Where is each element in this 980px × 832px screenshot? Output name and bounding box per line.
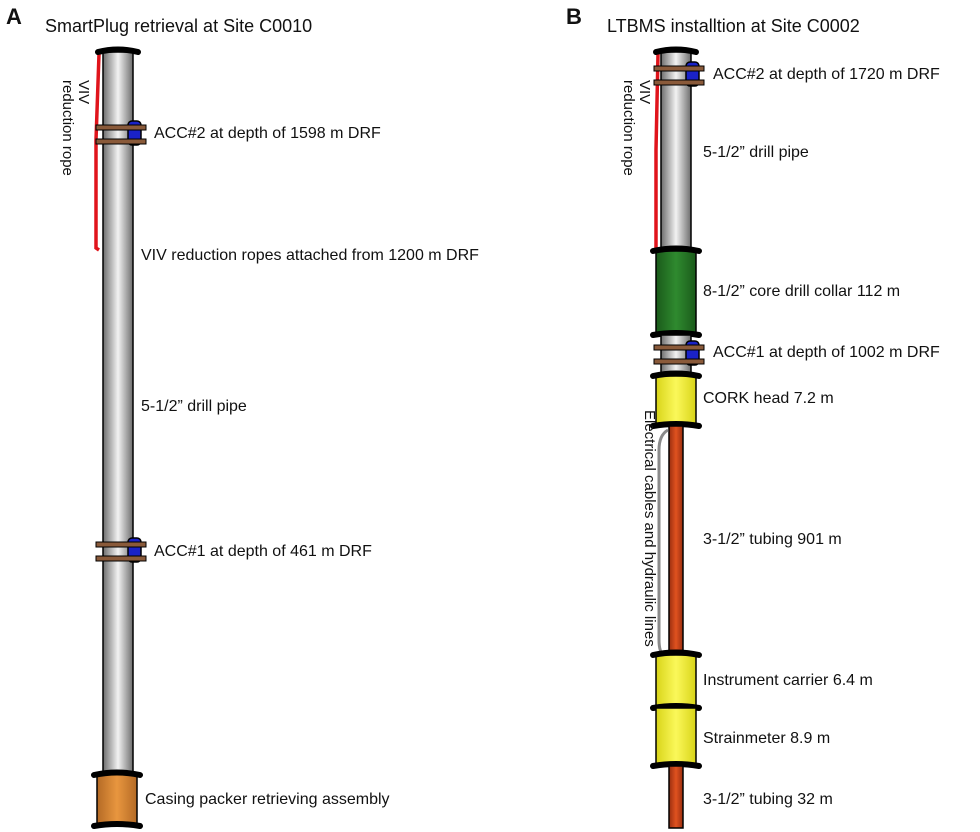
panel-b-cable-label: Electrical cables and hydraulic lines: [641, 410, 658, 647]
panel-a-casing-label: Casing packer retrieving assembly: [145, 791, 390, 808]
panel-b-cork-head: [655, 375, 697, 427]
panel-b-strain-label: Strainmeter 8.9 m: [703, 730, 831, 747]
panel-a-acc2-label: ACC#2 at depth of 1598 m DRF: [154, 125, 381, 142]
panel-b-acc1-label: ACC#1 at depth of 1002 m DRF: [713, 344, 940, 361]
panel-b-tubing-label: 3-1/2” tubing 901 m: [703, 531, 842, 548]
panel-b-carrier-label: Instrument carrier 6.4 m: [703, 672, 873, 689]
panel-b-drill-collar: [655, 250, 697, 336]
panel-b-letter: B: [566, 4, 582, 29]
panel-a-acc1: [95, 537, 147, 563]
panel-b-acc1: [653, 340, 705, 366]
panel-b-tubing: [668, 425, 684, 656]
panel-a-drill-pipe: [102, 51, 134, 775]
panel-b-title: LTBMS installtion at Site C0002: [607, 16, 860, 36]
panel-b-strainmeter: [655, 707, 697, 767]
panel-a-acc1-label: ACC#1 at depth of 461 m DRF: [154, 543, 372, 560]
panel-a-casing-assembly: [96, 773, 138, 827]
panel-b-rope-label-1: VIV: [636, 80, 653, 105]
panel-b-rope-label-2: reduction rope: [620, 80, 637, 176]
panel-b-cables: [657, 428, 669, 658]
panel-b-tubing2-label: 3-1/2” tubing 32 m: [703, 791, 833, 808]
panel-a-title: SmartPlug retrieval at Site C0010: [45, 16, 313, 36]
panel-b-pipe-label: 5-1/2” drill pipe: [703, 144, 809, 161]
panel-a-letter: A: [6, 4, 22, 29]
panel-a-rope-label-2: reduction rope: [59, 80, 76, 176]
panel-a-viv-rope: [94, 53, 101, 252]
panel-b-viv-rope: [654, 53, 660, 248]
panel-b-tubing-bottom: [668, 765, 684, 829]
panel-b-instrument-carrier: [655, 654, 697, 709]
panel-a-pipe-label: 5-1/2” drill pipe: [141, 398, 247, 415]
panel-a-string: [91, 46, 147, 829]
panel-a-rope-label-1: VIV: [75, 80, 92, 105]
panel-a-acc2: [95, 120, 147, 146]
panel-b-cork-label: CORK head 7.2 m: [703, 390, 834, 407]
panel-a-viv-label: VIV reduction ropes attached from 1200 m…: [141, 247, 479, 264]
panel-b-acc2-label: ACC#2 at depth of 1720 m DRF: [713, 66, 940, 83]
panel-b-string: [650, 46, 705, 829]
panel-b-acc2: [653, 61, 705, 87]
panel-b-collar-label: 8-1/2” core drill collar 112 m: [703, 283, 901, 300]
panel-a-top-cap: [95, 46, 141, 55]
